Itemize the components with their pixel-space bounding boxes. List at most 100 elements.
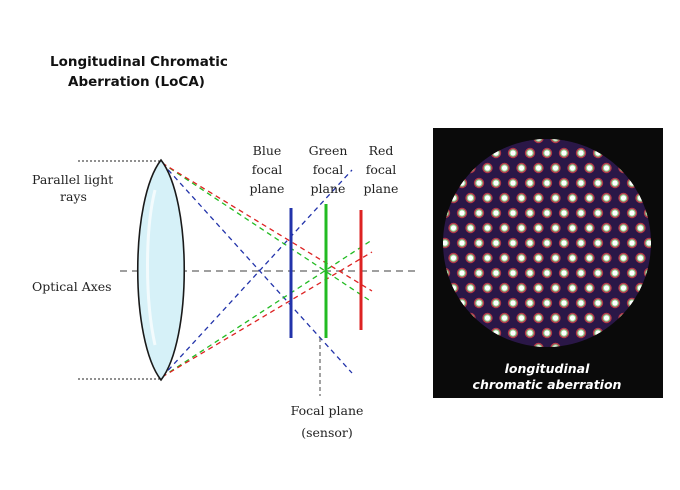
red-focal-plane-label: Red focal plane (364, 143, 399, 196)
pattern-dot (473, 297, 485, 309)
pattern-dot (558, 267, 570, 279)
title-line-2: Aberration (LoCA) (68, 74, 205, 90)
blue-label-line-3: plane (250, 181, 285, 196)
pattern-dot (516, 162, 527, 174)
pattern-dot (473, 177, 485, 189)
blue-ray-bottom (161, 169, 353, 378)
pattern-dot (558, 177, 570, 189)
pattern-dot (567, 282, 578, 294)
pattern-dot (618, 282, 629, 294)
pattern-dot (465, 222, 476, 234)
pattern-dot (482, 312, 493, 324)
green-label-line-2: focal (313, 162, 344, 177)
pattern-dot (524, 267, 536, 279)
sensor-label: Focal plane (sensor) (291, 403, 364, 440)
blue-focal-plane-label: Blue focal plane (250, 143, 285, 196)
pattern-dot (499, 312, 510, 324)
pattern-dot (609, 207, 621, 219)
pattern-dot (584, 282, 595, 294)
pattern-dot (584, 312, 595, 324)
pattern-dot (575, 297, 587, 309)
pattern-dot (601, 312, 612, 324)
pattern-dot (550, 222, 561, 234)
pattern-dot (626, 207, 638, 219)
pattern-dot (524, 327, 536, 339)
inset-image: longitudinal chromatic aberration (433, 128, 663, 398)
green-label-line-1: Green (309, 143, 348, 158)
pattern-dot (482, 282, 493, 294)
pattern-dot (567, 222, 578, 234)
pattern-dot (524, 207, 536, 219)
parallel-rays-line-2: rays (60, 189, 87, 204)
pattern-dot (567, 162, 578, 174)
pattern-dot (558, 207, 570, 219)
pattern-dot (558, 327, 570, 339)
sensor-label-line-2: (sensor) (301, 425, 353, 440)
pattern-dot (575, 237, 587, 249)
pattern-dot (626, 237, 638, 249)
pattern-dot (592, 297, 604, 309)
pattern-dot (567, 252, 578, 264)
pattern-dot (550, 162, 561, 174)
pattern-dot (507, 207, 519, 219)
pattern-dot (558, 237, 570, 249)
pattern-dot (550, 282, 561, 294)
red-label-line-3: plane (364, 181, 399, 196)
pattern-dot (533, 222, 544, 234)
pattern-dot (516, 252, 527, 264)
pattern-dot (541, 327, 553, 339)
inset-caption-line-1: longitudinal (505, 361, 590, 376)
pattern-dot (490, 237, 502, 249)
pattern-dot (541, 177, 553, 189)
pattern-dot (601, 252, 612, 264)
pattern-dot (541, 207, 553, 219)
pattern-dot (618, 192, 629, 204)
parallel-rays-label: Parallel light rays (32, 172, 113, 204)
pattern-dot (499, 192, 510, 204)
pattern-dot (524, 237, 536, 249)
pattern-dot (618, 222, 629, 234)
pattern-dot (533, 162, 544, 174)
pattern-dot (601, 192, 612, 204)
pattern-dot (482, 222, 493, 234)
pattern-dot (541, 267, 553, 279)
parallel-rays-line-1: Parallel light (32, 172, 113, 187)
green-ray-bottom (161, 239, 373, 378)
pattern-dot (541, 147, 553, 159)
pattern-dot (482, 252, 493, 264)
pattern-dot (550, 312, 561, 324)
lens-highlight (146, 189, 157, 346)
pattern-dot (516, 282, 527, 294)
pattern-dot (601, 282, 612, 294)
pattern-dot (499, 162, 510, 174)
pattern-dot (609, 237, 621, 249)
pattern-dot (524, 177, 536, 189)
pattern-dot (533, 312, 544, 324)
pattern-dot (473, 207, 485, 219)
pattern-dot (482, 162, 493, 174)
pattern-dot (558, 147, 570, 159)
pattern-dot (541, 297, 553, 309)
pattern-dot (584, 252, 595, 264)
red-rays (161, 162, 373, 378)
optical-axes-label: Optical Axes (32, 279, 112, 294)
pattern-dot (550, 192, 561, 204)
pattern-dot (482, 192, 493, 204)
pattern-dot (499, 252, 510, 264)
pattern-dot (507, 297, 519, 309)
pattern-dot (533, 192, 544, 204)
pattern-dot (473, 237, 485, 249)
red-ray-top (161, 162, 373, 292)
pattern-dot (456, 267, 468, 279)
pattern-dot (507, 327, 519, 339)
pattern-dot (443, 237, 451, 249)
pattern-dot (465, 192, 476, 204)
pattern-dot (609, 177, 621, 189)
pattern-dot (507, 177, 519, 189)
pattern-dot (465, 282, 476, 294)
pattern-dot (584, 192, 595, 204)
pattern-dot (524, 147, 536, 159)
red-label-line-1: Red (369, 143, 394, 158)
title-line-1: Longitudinal Chromatic (50, 54, 228, 70)
pattern-dot (567, 312, 578, 324)
